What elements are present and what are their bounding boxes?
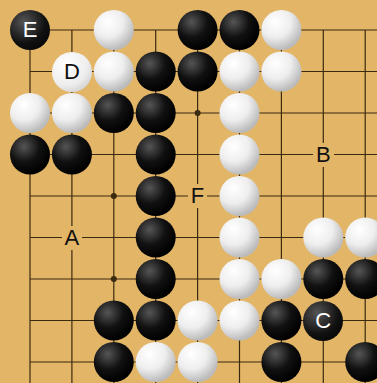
black-stone (345, 342, 377, 382)
white-stone (220, 52, 260, 92)
black-stone (94, 93, 134, 133)
white-stone (220, 176, 260, 216)
white-stone (261, 52, 301, 92)
grid-lines (30, 30, 377, 383)
white-stone (94, 10, 134, 50)
white-stone (303, 218, 343, 258)
black-stone: E (10, 10, 50, 50)
white-stone (220, 218, 260, 258)
black-stone (52, 135, 92, 175)
black-stone (178, 10, 218, 50)
white-stone (220, 301, 260, 341)
star-point (195, 110, 201, 116)
white-stone (220, 135, 260, 175)
black-stone (136, 218, 176, 258)
star-point (111, 276, 117, 282)
black-stone (220, 10, 260, 50)
point-label: A (62, 226, 83, 250)
black-stone (178, 52, 218, 92)
black-stone (303, 259, 343, 299)
black-stone (10, 135, 50, 175)
point-label: B (313, 143, 334, 167)
white-stone (220, 259, 260, 299)
white-stone (52, 93, 92, 133)
point-label: F (188, 184, 207, 208)
stone-letter: C (315, 310, 331, 332)
star-point (111, 193, 117, 199)
stone-letter: D (64, 61, 80, 83)
white-stone (345, 218, 377, 258)
black-stone (136, 135, 176, 175)
black-stone: C (303, 301, 343, 341)
stone-letter: E (23, 19, 38, 41)
black-stone (94, 342, 134, 382)
black-stone (136, 93, 176, 133)
black-stone (261, 301, 301, 341)
white-stone (220, 93, 260, 133)
grid-line (29, 30, 30, 383)
black-stone (136, 176, 176, 216)
white-stone (178, 301, 218, 341)
black-stone (94, 301, 134, 341)
black-stone (136, 301, 176, 341)
grid-line (365, 30, 366, 383)
black-stone (136, 52, 176, 92)
white-stone (178, 342, 218, 382)
black-stone (345, 259, 377, 299)
white-stone (261, 259, 301, 299)
white-stone (10, 93, 50, 133)
black-stone (136, 259, 176, 299)
black-stone (261, 342, 301, 382)
stones (10, 10, 377, 382)
white-stone (261, 10, 301, 50)
white-stone (94, 52, 134, 92)
white-stone: D (52, 52, 92, 92)
white-stone (136, 342, 176, 382)
